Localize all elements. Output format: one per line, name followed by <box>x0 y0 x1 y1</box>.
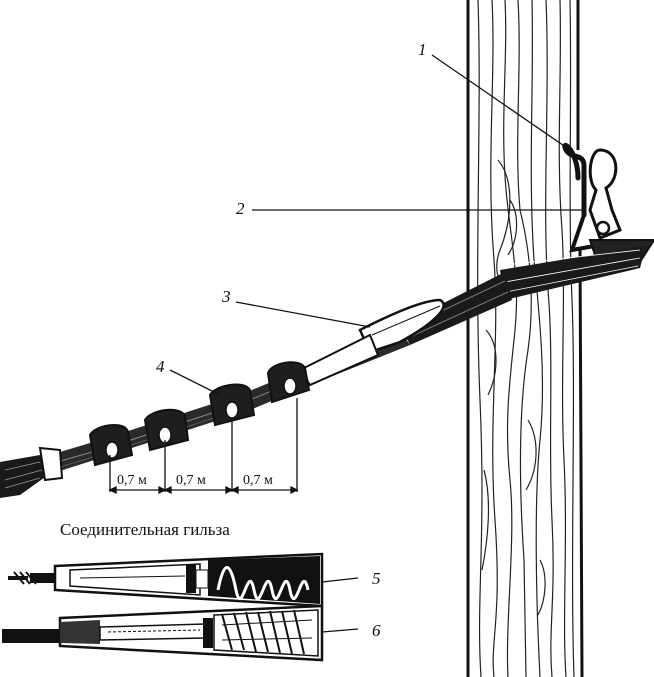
wooden-pole <box>466 0 584 677</box>
dimension-label-3: 0,7 м <box>243 473 273 488</box>
cable-end <box>0 446 64 498</box>
dimension-lines <box>108 398 299 495</box>
dimension-label-1: 0,7 м <box>117 473 147 488</box>
clamp-bolts <box>105 377 297 459</box>
callout-6: 6 <box>372 621 381 640</box>
connecting-sleeve-on-cable <box>298 298 445 387</box>
wood-grain <box>477 0 575 677</box>
sleeve-caption: Соединительная гильза <box>60 520 230 539</box>
dimension-label-2: 0,7 м <box>176 473 206 488</box>
pole-hook <box>562 142 587 218</box>
sleeve-section-5 <box>8 552 324 608</box>
sleeve-section-6 <box>2 604 324 662</box>
callout-2: 2 <box>236 199 245 218</box>
callout-5: 5 <box>372 569 381 588</box>
callout-3: 3 <box>221 287 231 306</box>
callout-4: 4 <box>156 357 165 376</box>
leader-lines <box>169 54 582 633</box>
callout-1: 1 <box>418 40 427 59</box>
